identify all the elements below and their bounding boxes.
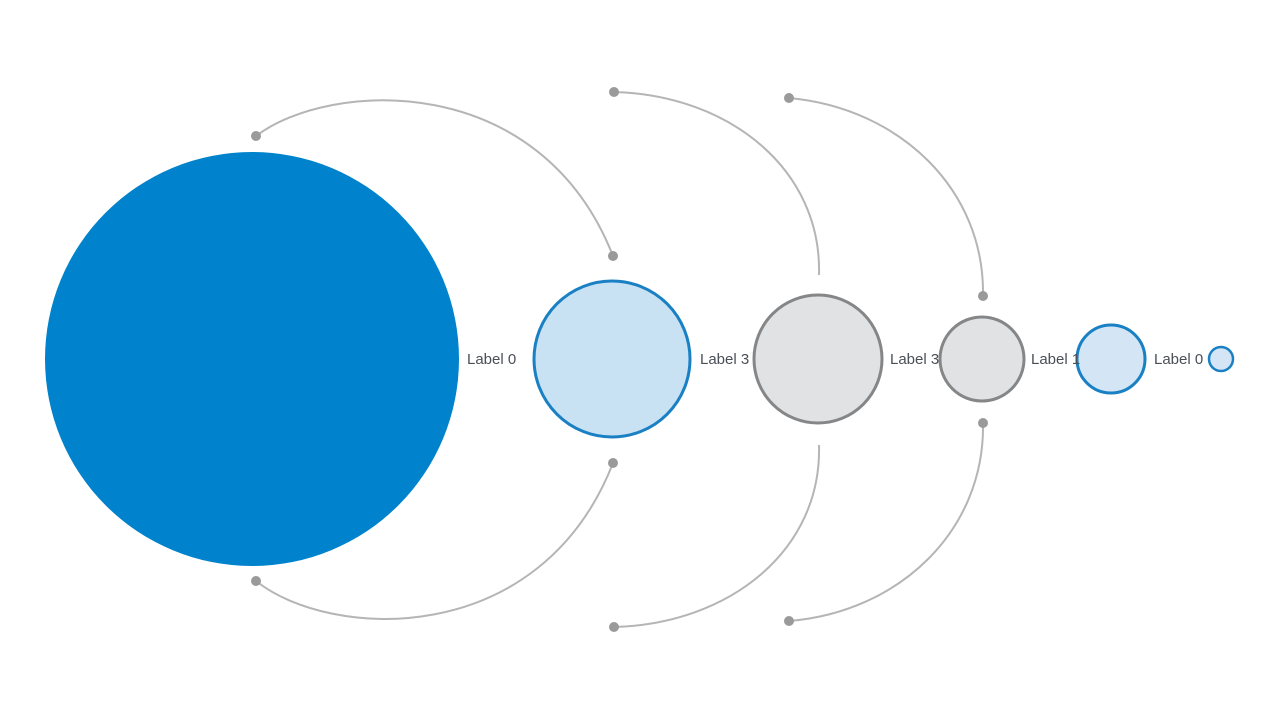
connector-dot-icon [609, 87, 619, 97]
circle-node-3 [938, 315, 1026, 403]
connector-dot-icon [978, 291, 988, 301]
circle-node-2 [752, 293, 884, 425]
circle-nodes [45, 152, 1235, 566]
node-label-0: Label 0 [467, 351, 516, 368]
connector-dot-icon [784, 93, 794, 103]
connector-arcs [251, 87, 988, 632]
circle-node-1 [532, 279, 692, 439]
connector-arc-top-1 [613, 91, 821, 276]
connector-dot-icon [608, 458, 618, 468]
connector-dot-icon [608, 251, 618, 261]
node-labels: Label 0 Label 3 Label 3 Label 1 Label 0 [467, 351, 1203, 368]
node-label-1: Label 3 [700, 351, 749, 368]
connector-arc-bottom-2 [788, 422, 985, 622]
connector-dot-icon [784, 616, 794, 626]
connector-dot-icon [609, 622, 619, 632]
circle-node-0 [45, 152, 459, 566]
connector-arc-bottom-1 [613, 444, 821, 628]
connector-dot-icon [978, 418, 988, 428]
node-label-2: Label 3 [890, 351, 939, 368]
connector-arc-top-2 [788, 97, 985, 297]
node-label-3: Label 1 [1031, 351, 1080, 368]
connector-dot-icon [251, 131, 261, 141]
node-label-4: Label 0 [1154, 351, 1203, 368]
circle-node-4 [1075, 323, 1147, 395]
connector-arc-top-0 [255, 99, 614, 257]
connector-dot-icon [251, 576, 261, 586]
connector-arc-bottom-0 [255, 462, 614, 620]
circle-node-5 [1207, 345, 1235, 373]
